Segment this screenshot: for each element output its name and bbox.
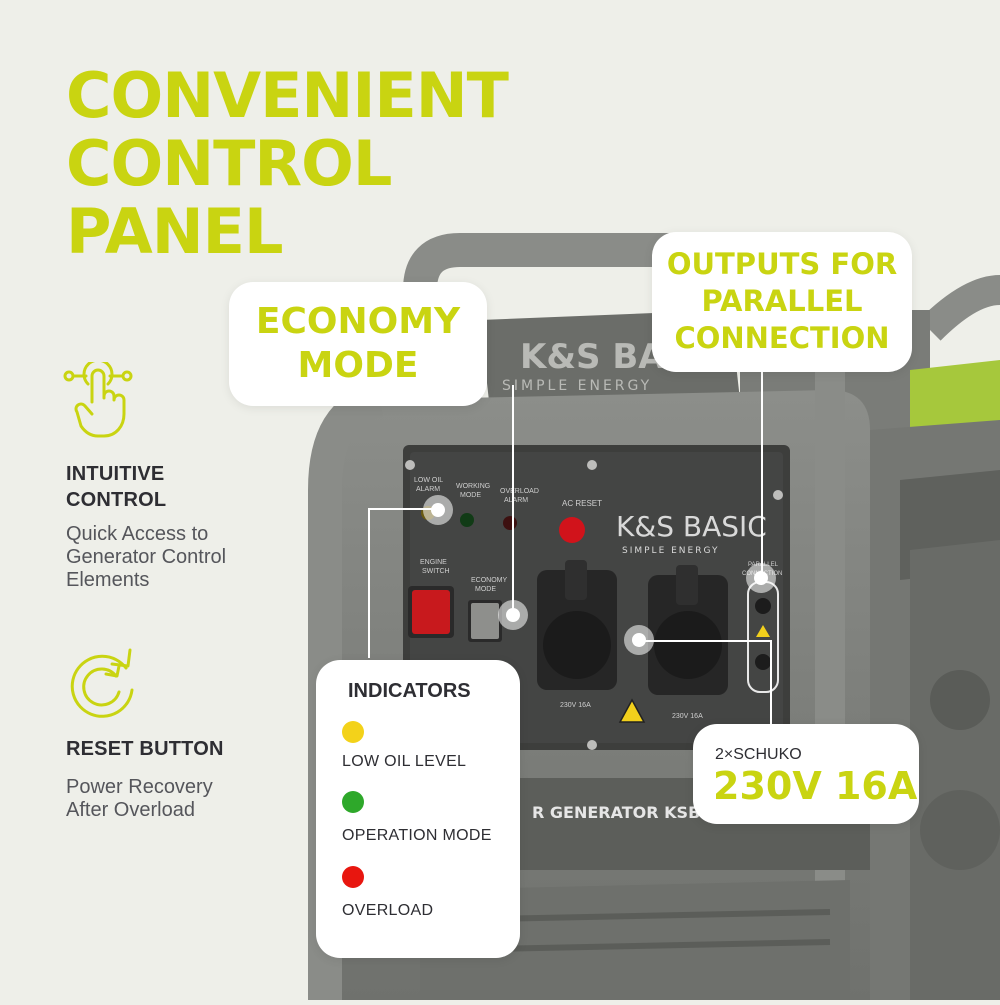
leader-line-schuko-v bbox=[770, 640, 772, 730]
indicator-label-low-oil: LOW OIL LEVEL bbox=[342, 753, 467, 770]
indicator-dot-overload bbox=[342, 866, 364, 888]
panel-label-overload-2: ALARM bbox=[504, 497, 528, 504]
leader-line-indicators bbox=[368, 508, 370, 658]
marker-economy bbox=[498, 600, 528, 630]
panel-label-low-oil-2: ALARM bbox=[416, 486, 440, 493]
top-tagline-text: SIMPLE ENERGY bbox=[502, 378, 652, 394]
panel-label-working-2: MODE bbox=[460, 492, 481, 499]
indicators-heading: INDICATORS bbox=[348, 680, 471, 702]
callout-economy-mode: ECONOMY MODE bbox=[229, 282, 487, 406]
leader-line-indicators-h bbox=[368, 508, 438, 510]
panel-label-overload: OVERLOAD bbox=[500, 488, 539, 495]
socket-rating-2: 230V 16A bbox=[672, 713, 703, 720]
callout-schuko: 2×SCHUKO 230V 16A bbox=[693, 724, 919, 824]
panel-label-engine: ENGINE bbox=[420, 559, 447, 566]
marker-parallel bbox=[746, 563, 776, 593]
generator-model-text: R GENERATOR KSB 36i bbox=[532, 803, 734, 822]
leader-line-schuko bbox=[640, 640, 770, 642]
panel-label-economy-2: MODE bbox=[475, 586, 496, 593]
indicator-dot-low-oil bbox=[342, 721, 364, 743]
socket-rating-1: 230V 16A bbox=[560, 702, 591, 709]
indicator-dot-operation bbox=[342, 791, 364, 813]
panel-label-ac-reset: AC RESET bbox=[562, 499, 602, 508]
panel-label-economy: ECONOMY bbox=[471, 577, 508, 584]
panel-label-low-oil: LOW OIL bbox=[414, 477, 443, 484]
title-line-2: PANEL bbox=[66, 195, 283, 268]
panel-label-engine-2: SWITCH bbox=[422, 568, 450, 575]
title-line-1: CONVENIENT CONTROL bbox=[66, 59, 509, 200]
touch-control-icon bbox=[62, 358, 134, 447]
reset-cycle-icon bbox=[64, 646, 140, 727]
page-title: CONVENIENT CONTROL PANEL bbox=[66, 62, 826, 266]
leader-line-parallel bbox=[761, 372, 763, 577]
indicator-label-overload: OVERLOAD bbox=[342, 902, 434, 919]
callout-indicators: INDICATORS LOW OIL LEVEL OPERATION MODE … bbox=[316, 660, 520, 958]
indicator-label-operation: OPERATION MODE bbox=[342, 827, 492, 844]
feature-title-reset: RESET BUTTON bbox=[66, 738, 224, 760]
marker-indicators bbox=[423, 495, 453, 525]
leader-line-economy bbox=[512, 385, 514, 615]
panel-brand-text: K&S BASIC bbox=[616, 510, 767, 543]
feature-title-intuitive: INTUITIVE CONTROL bbox=[66, 463, 167, 511]
feature-desc-reset: Power Recovery After Overload bbox=[66, 776, 213, 821]
feature-desc-intuitive: Quick Access to Generator Control Elemen… bbox=[66, 523, 227, 591]
panel-label-working: WORKING bbox=[456, 483, 490, 490]
panel-tagline-text: SIMPLE ENERGY bbox=[622, 546, 720, 556]
marker-schuko bbox=[624, 625, 654, 655]
schuko-count: 2×SCHUKO bbox=[715, 746, 802, 763]
schuko-rating: 230V 16A bbox=[713, 764, 918, 808]
callout-parallel-outputs: OUTPUTS FOR PARALLEL CONNECTION bbox=[652, 232, 912, 372]
